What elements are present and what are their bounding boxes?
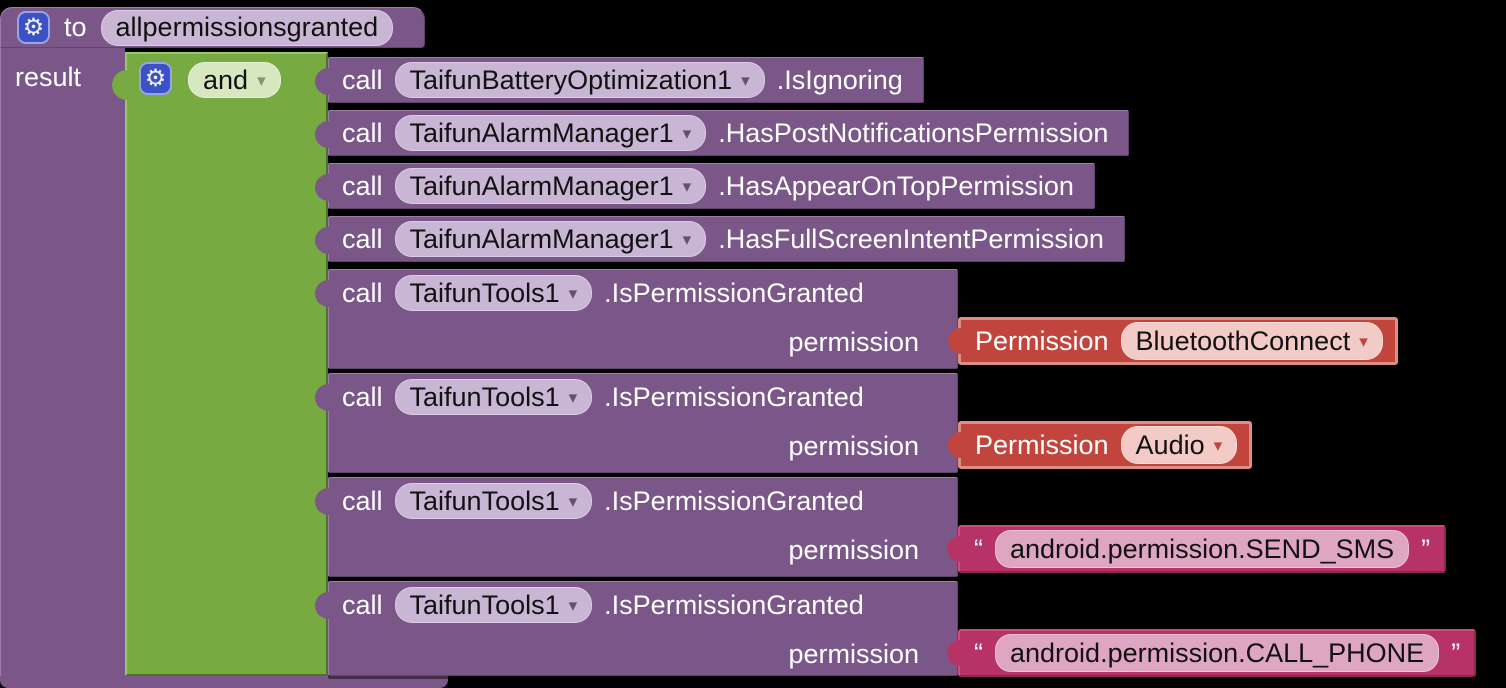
component-name: TaifunTools1 xyxy=(409,589,560,620)
call-keyword: call xyxy=(342,117,383,148)
chevron-down-icon: ▾ xyxy=(682,123,692,144)
component-name: TaifunTools1 xyxy=(409,277,560,308)
component-dropdown[interactable]: TaifunTools1 ▾ xyxy=(394,379,593,415)
component-dropdown[interactable]: TaifunTools1 ▾ xyxy=(394,275,593,311)
call-keyword: call xyxy=(342,277,383,308)
call-keyword: call xyxy=(342,485,383,516)
method-name: .IsPermissionGranted xyxy=(604,589,864,620)
call-block-haspostnotificationspermission[interactable]: call TaifunAlarmManager1 ▾ .HasPostNotif… xyxy=(314,110,1130,156)
component-dropdown[interactable]: TaifunTools1 ▾ xyxy=(394,587,593,623)
component-name: TaifunAlarmManager1 xyxy=(409,223,674,254)
method-name: .HasPostNotificationsPermission xyxy=(718,117,1109,148)
method-name: .HasAppearOnTopPermission xyxy=(718,170,1074,201)
component-dropdown[interactable]: TaifunAlarmManager1 ▾ xyxy=(394,168,707,204)
call-keyword: call xyxy=(342,589,383,620)
chevron-down-icon: ▾ xyxy=(1359,331,1368,352)
param-label-permission: permission xyxy=(788,326,919,357)
procedure-block-body[interactable]: result xyxy=(0,48,125,676)
method-name: .HasFullScreenIntentPermission xyxy=(718,223,1104,254)
close-quote: ” xyxy=(1421,533,1431,564)
component-dropdown[interactable]: TaifunBatteryOptimization1 ▾ xyxy=(394,62,765,98)
procedure-to-label: to xyxy=(64,12,87,42)
and-operator-dropdown[interactable]: and ▾ xyxy=(188,62,281,98)
text-string-block-send-sms[interactable]: “ android.permission.SEND_SMS ” xyxy=(946,525,1447,573)
text-string-field[interactable]: android.permission.CALL_PHONE xyxy=(995,634,1440,672)
chevron-down-icon: ▾ xyxy=(257,70,266,91)
call-block-ispermissiongranted-3[interactable]: call TaifunTools1 ▾ .IsPermissionGranted… xyxy=(315,477,958,577)
chevron-down-icon: ▾ xyxy=(568,387,578,408)
param-label-permission: permission xyxy=(788,534,919,565)
open-quote: “ xyxy=(974,637,983,668)
text-string-field[interactable]: android.permission.SEND_SMS xyxy=(995,530,1410,568)
chevron-down-icon: ▾ xyxy=(1213,435,1223,456)
open-quote: “ xyxy=(974,533,983,564)
method-name: .IsPermissionGranted xyxy=(604,485,864,516)
component-dropdown[interactable]: TaifunTools1 ▾ xyxy=(394,483,593,519)
component-name: TaifunBatteryOptimization1 xyxy=(409,64,733,95)
param-label-permission: permission xyxy=(788,430,919,461)
call-block-ispermissiongranted-4[interactable]: call TaifunTools1 ▾ .IsPermissionGranted… xyxy=(315,581,958,676)
permission-dropdown-block-audio[interactable]: Permission Audio ▾ xyxy=(947,421,1253,469)
mutator-gear-icon[interactable]: ⚙ xyxy=(17,11,50,44)
logic-and-block[interactable]: ⚙ and ▾ xyxy=(112,52,328,676)
call-keyword: call xyxy=(342,170,383,201)
procedure-block-header[interactable]: ⚙ to allpermissionsgranted xyxy=(0,7,425,48)
chevron-down-icon: ▾ xyxy=(682,229,692,250)
call-block-hasfullscreenintentpermission[interactable]: call TaifunAlarmManager1 ▾ .HasFullScree… xyxy=(315,216,1125,262)
mutator-gear-icon[interactable]: ⚙ xyxy=(139,62,172,95)
and-operator-value: and xyxy=(203,64,249,95)
component-name: TaifunTools1 xyxy=(409,381,560,412)
text-string-block-call-phone[interactable]: “ android.permission.CALL_PHONE ” xyxy=(946,629,1477,677)
chevron-down-icon: ▾ xyxy=(682,176,692,197)
permission-label: Permission xyxy=(975,325,1109,356)
permission-option-dropdown[interactable]: Audio ▾ xyxy=(1120,426,1238,464)
call-block-ispermissiongranted-1[interactable]: call TaifunTools1 ▾ .IsPermissionGranted… xyxy=(315,269,958,369)
call-keyword: call xyxy=(342,223,383,254)
result-label: result xyxy=(15,62,82,92)
procedure-name-field[interactable]: allpermissionsgranted xyxy=(100,9,394,46)
component-name: TaifunTools1 xyxy=(409,485,560,516)
close-quote: ” xyxy=(1451,637,1461,668)
call-keyword: call xyxy=(342,381,383,412)
chevron-down-icon: ▾ xyxy=(568,595,578,616)
component-name: TaifunAlarmManager1 xyxy=(409,117,674,148)
procedure-block-footer xyxy=(0,676,448,688)
permission-option-dropdown[interactable]: BluetoothConnect ▾ xyxy=(1120,322,1383,360)
permission-option-value: BluetoothConnect xyxy=(1135,325,1351,356)
permission-dropdown-block-bluetoothconnect[interactable]: Permission BluetoothConnect ▾ xyxy=(948,317,1398,365)
chevron-down-icon: ▾ xyxy=(568,283,578,304)
chevron-down-icon: ▾ xyxy=(568,491,578,512)
call-block-ispermissiongranted-2[interactable]: call TaifunTools1 ▾ .IsPermissionGranted… xyxy=(315,373,958,473)
param-label-permission: permission xyxy=(788,638,919,669)
component-dropdown[interactable]: TaifunAlarmManager1 ▾ xyxy=(394,221,707,257)
chevron-down-icon: ▾ xyxy=(741,70,750,91)
permission-option-value: Audio xyxy=(1135,429,1205,460)
component-dropdown[interactable]: TaifunAlarmManager1 ▾ xyxy=(394,115,707,151)
method-name: .IsPermissionGranted xyxy=(604,277,864,308)
call-block-isignoring[interactable]: call TaifunBatteryOptimization1 ▾ .IsIgn… xyxy=(315,57,924,103)
permission-label: Permission xyxy=(975,429,1109,460)
component-name: TaifunAlarmManager1 xyxy=(409,170,674,201)
method-name: .IsIgnoring xyxy=(776,64,903,95)
call-keyword: call xyxy=(342,64,383,95)
call-block-hasappearontoppermission[interactable]: call TaifunAlarmManager1 ▾ .HasAppearOnT… xyxy=(315,163,1095,209)
method-name: .IsPermissionGranted xyxy=(604,381,864,412)
